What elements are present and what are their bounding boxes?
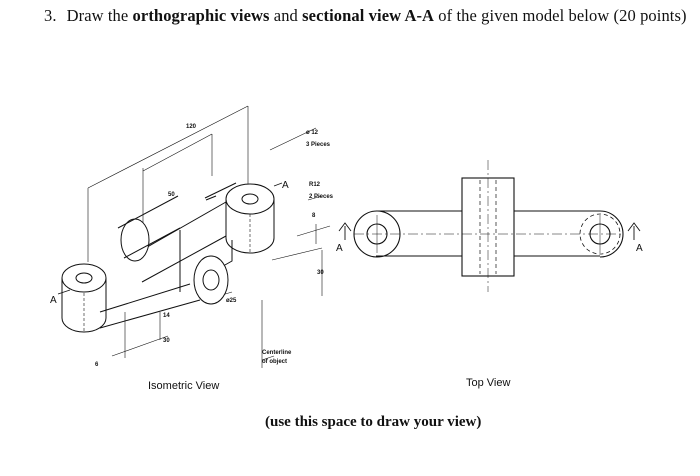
dim-radius-count: 2 Pieces [309, 194, 334, 200]
top-section-mark-left: A [336, 243, 343, 254]
top-view-caption: Top View [466, 377, 511, 389]
question-text-post: of the given model below (20 points) [434, 6, 687, 25]
top-view [338, 160, 641, 292]
iso-center-cylinder [117, 195, 229, 305]
dim-boss-diameter: ø25 [226, 298, 237, 304]
iso-section-mark-left: A [50, 295, 57, 306]
top-section-mark-right: A [636, 243, 643, 254]
isometric-view [57, 105, 331, 368]
dim-height: 30 [317, 270, 324, 276]
top-view-arm [376, 210, 600, 257]
question-bold-views: orthographic views [132, 6, 270, 25]
iso-section-mark-right: A [282, 180, 289, 191]
centerline-note-line2: of object [262, 359, 287, 365]
dim-hole-diameter: ø 12 [306, 130, 319, 136]
dim-arm-width: 14 [163, 313, 170, 319]
iso-section-marks: A A [50, 180, 289, 306]
iso-back-boss [225, 183, 275, 254]
dim-bottom-height: 30 [163, 338, 170, 344]
question-bold-section: sectional view A-A [302, 6, 435, 25]
section-arrow-right [627, 222, 641, 240]
isometric-view-caption: Isometric View [148, 380, 220, 392]
question-text-pre: Draw the [66, 6, 133, 25]
instruction-text: (use this space to draw your view) [265, 414, 482, 430]
centerline-note-line1: Centerline [262, 350, 292, 356]
question-text: 3. Draw the orthographic views and sectio… [44, 6, 687, 26]
question-text-mid: and [269, 6, 303, 25]
dim-overall-length: 120 [186, 124, 197, 130]
iso-dimension-texts: 120 50 ø 12 3 Pieces R12 2 Pieces 8 30 ø… [95, 124, 334, 368]
top-view-right-end [599, 210, 624, 258]
iso-front-boss [61, 263, 201, 333]
question-number: 3. [44, 6, 57, 25]
section-arrow-left [338, 222, 352, 240]
dim-hole-count: 3 Pieces [306, 142, 331, 148]
dim-step-depth: 8 [312, 213, 316, 219]
dim-inner-length: 50 [168, 192, 175, 198]
dim-bottom-offset: 6 [95, 362, 99, 368]
dim-radius: R12 [309, 182, 321, 188]
top-view-section-marks: A A [336, 243, 643, 254]
top-view-left-end [353, 210, 401, 258]
